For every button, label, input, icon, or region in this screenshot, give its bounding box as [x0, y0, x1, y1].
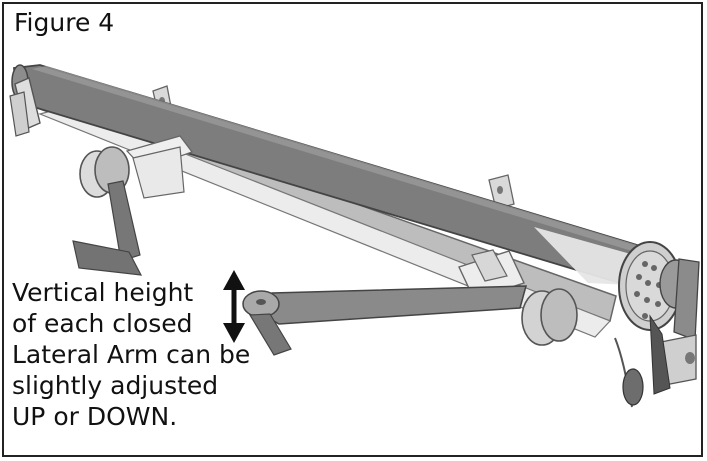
caption-line-2: of each closed	[12, 309, 193, 338]
figure-frame: Figure 4	[2, 2, 703, 457]
mounting-bracket-right	[488, 174, 515, 210]
awning-illustration	[9, 64, 700, 408]
figure-caption: Vertical height of each closed Lateral A…	[12, 277, 262, 432]
caption-line-1: Vertical height	[12, 278, 194, 307]
right-lateral-arm	[242, 285, 578, 356]
roller-highlight	[32, 66, 647, 251]
caption-line-4: slightly adjusted	[12, 371, 219, 400]
roller-gear-end	[614, 241, 700, 408]
double-headed-vertical-arrow	[223, 270, 245, 343]
caption-line-3: Lateral Arm can be	[12, 340, 251, 369]
roller-light-band	[534, 227, 645, 285]
left-end-bracket	[9, 77, 41, 137]
left-lateral-arm	[72, 135, 193, 276]
caption-line-5: UP or DOWN.	[12, 402, 178, 431]
figure-title: Figure 4	[14, 10, 119, 35]
